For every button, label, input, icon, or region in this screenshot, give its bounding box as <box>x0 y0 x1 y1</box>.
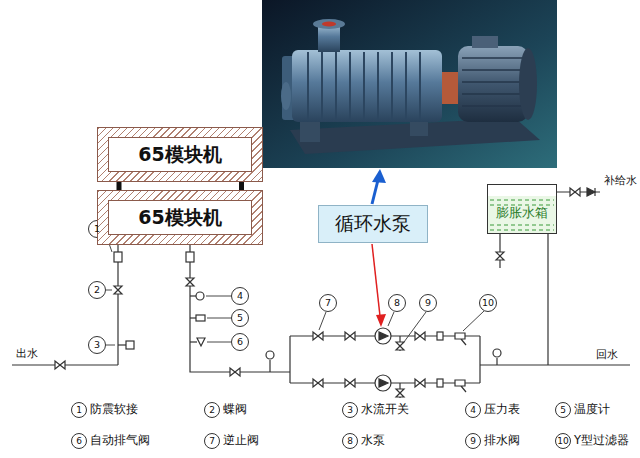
label-anchor: 逆止阀 <box>223 434 259 447</box>
callout-number: 6 <box>237 337 243 348</box>
label-anchor: 出水 <box>16 348 38 361</box>
legend-text: 逆止阀 <box>223 434 259 447</box>
label-anchor: 7 <box>325 298 331 309</box>
expansion-tank: 膨胀水箱 <box>487 184 557 234</box>
callout-number: 5 <box>237 313 243 324</box>
legend-text: 自动排气阀 <box>90 434 150 447</box>
pipe-label: 回水 <box>596 349 618 362</box>
label-anchor: 水泵 <box>361 434 385 447</box>
legend-number: 9 <box>470 436 476 446</box>
callout-arrows <box>372 169 386 327</box>
label-anchor: 5 <box>560 405 566 415</box>
module-panel: 65模块机 <box>108 200 252 235</box>
callout-number: 7 <box>325 298 331 309</box>
label-anchor: 补给水 <box>604 175 637 188</box>
label-anchor: 3 <box>347 405 353 415</box>
callout-number: 4 <box>237 291 243 302</box>
callout-number: 2 <box>94 285 100 296</box>
module-name: 65模块机 <box>138 144 221 166</box>
legend-number: 4 <box>470 405 476 415</box>
label-anchor: 回水 <box>596 349 618 362</box>
legend-text: 防震软接 <box>90 403 138 416</box>
legend-circles <box>72 403 571 449</box>
leader-lines <box>105 232 484 345</box>
callout-number: 3 <box>94 340 100 351</box>
callout-number: 9 <box>425 298 431 309</box>
label-anchor: 10 <box>482 298 494 309</box>
label-anchor: 压力表 <box>484 403 520 416</box>
label-anchor: 3 <box>94 340 100 351</box>
fittings <box>55 188 595 376</box>
module-link <box>239 182 244 190</box>
legend-number: 1 <box>76 405 82 415</box>
callout-number: 1 <box>94 224 100 235</box>
callout-number: 8 <box>394 298 400 309</box>
label-anchor: Y型过滤器 <box>574 434 629 447</box>
label-anchor: 水流开关 <box>361 403 409 416</box>
label-anchor: 6 <box>76 436 82 446</box>
label-anchor: 9 <box>425 298 431 309</box>
label-anchor: 10 <box>557 436 568 446</box>
callout-number: 10 <box>482 298 494 309</box>
legend-text: 排水阀 <box>484 434 520 447</box>
label-anchor: 8 <box>347 436 353 446</box>
callout-text: 循环水泵 <box>335 213 411 235</box>
module-panel: 65模块机 <box>108 137 252 172</box>
label-anchor: 2 <box>94 285 100 296</box>
legend-number: 7 <box>209 436 215 446</box>
label-anchor: 1 <box>94 224 100 235</box>
legend-number: 8 <box>347 436 353 446</box>
label-anchor: 排水阀 <box>484 434 520 447</box>
label-anchor: 9 <box>470 436 476 446</box>
legend-number: 6 <box>76 436 82 446</box>
legend-text: Y型过滤器 <box>574 434 629 447</box>
legend-text: 压力表 <box>484 403 520 416</box>
callout-box: 循环水泵 <box>318 205 428 243</box>
module-link <box>117 182 122 190</box>
label-anchor: 自动排气阀 <box>90 434 150 447</box>
label-anchor: 4 <box>470 405 476 415</box>
legend-text: 水泵 <box>361 434 385 447</box>
legend-number: 3 <box>347 405 353 415</box>
legend-text: 蝶阀 <box>223 403 247 416</box>
module-name: 65模块机 <box>138 207 221 229</box>
pipe-label: 出水 <box>16 348 38 361</box>
tank-name: 膨胀水箱 <box>494 206 550 221</box>
pump-photo <box>262 0 557 168</box>
legend-number: 5 <box>560 405 566 415</box>
label-anchor: 2 <box>209 405 215 415</box>
label-anchor: 5 <box>237 313 243 324</box>
label-anchor: 7 <box>209 436 215 446</box>
label-anchor: 1 <box>76 405 82 415</box>
label-anchor: 4 <box>237 291 243 302</box>
legend-text: 温度计 <box>574 403 610 416</box>
pipe-label: 补给水 <box>604 175 637 188</box>
legend-text: 水流开关 <box>361 403 409 416</box>
label-anchor: 蝶阀 <box>223 403 247 416</box>
legend-number: 10 <box>557 436 568 446</box>
legend-number: 2 <box>209 405 215 415</box>
tank-water <box>488 196 556 233</box>
label-anchor: 6 <box>237 337 243 348</box>
label-anchor: 温度计 <box>574 403 610 416</box>
chiller-module-box: 65模块机 <box>97 127 263 182</box>
label-anchor: 防震软接 <box>90 403 138 416</box>
label-anchor: 8 <box>394 298 400 309</box>
chiller-module-box: 65模块机 <box>97 190 263 245</box>
